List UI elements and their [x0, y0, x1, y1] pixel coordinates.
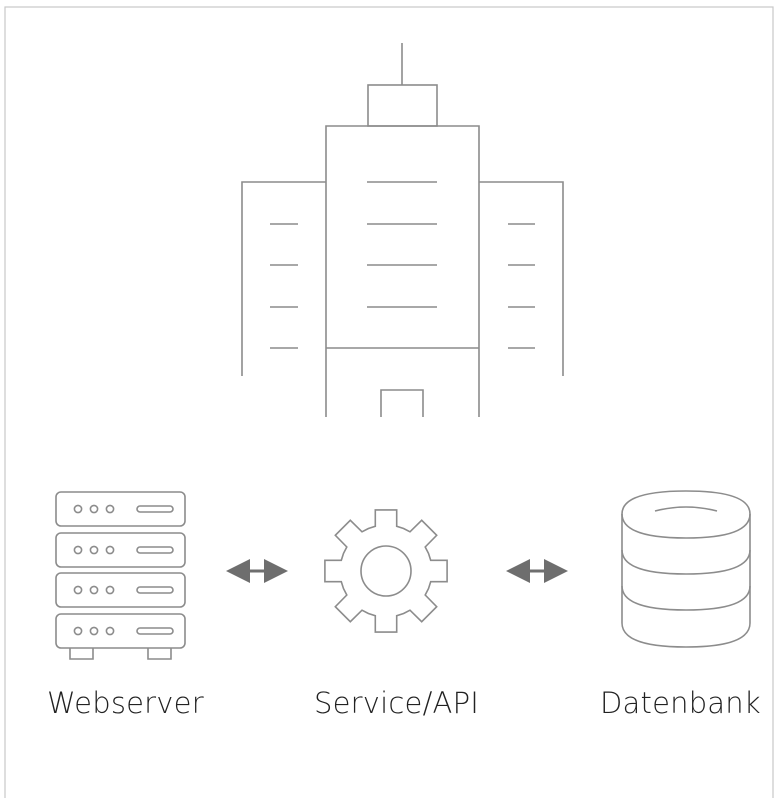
double-arrow-icon — [226, 559, 288, 583]
service-api-label: Service/API — [314, 686, 480, 720]
server-rack-icon — [55, 491, 186, 660]
database-icon — [621, 490, 751, 648]
gear-icon — [324, 509, 448, 633]
building-icon — [241, 43, 564, 417]
webserver-label: Webserver — [47, 686, 204, 720]
datenbank-label: Datenbank — [600, 686, 761, 720]
double-arrow-icon — [506, 559, 568, 583]
frame-border — [4, 6, 774, 798]
